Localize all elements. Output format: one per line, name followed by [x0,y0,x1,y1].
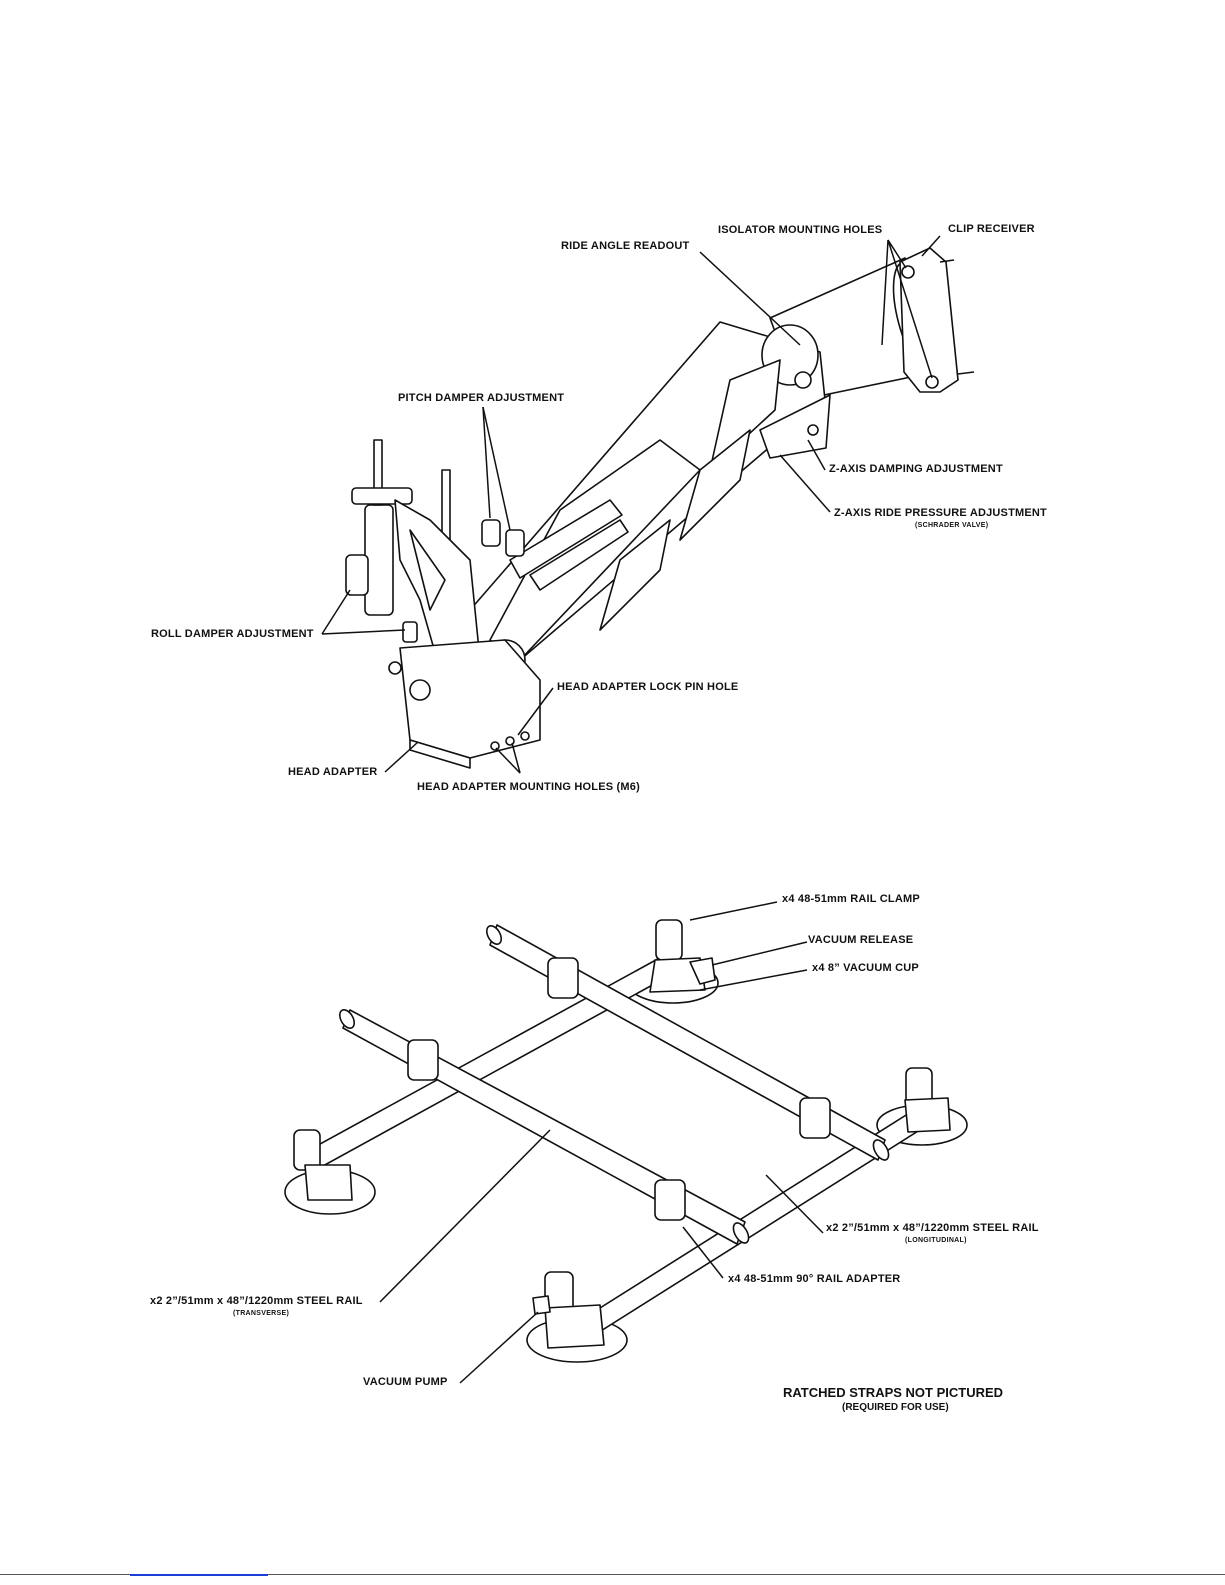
label-vacuum-cup: x4 8” VACUUM CUP [812,962,919,974]
label-rail-clamp: x4 48-51mm RAIL CLAMP [782,893,920,905]
footer-link-underline[interactable] [130,1574,268,1576]
pitch-damper-knob [505,529,525,557]
vacuum-pump [532,1295,551,1315]
label-longitudinal-sub: (LONGITUDINAL) [905,1237,967,1244]
label-z-axis-ride-pressure-adjustment: Z-AXIS RIDE PRESSURE ADJUSTMENT [834,507,1047,519]
label-head-adapter: HEAD ADAPTER [288,766,378,778]
label-longitudinal-rail: x2 2”/51mm x 48”/1220mm STEEL RAIL [826,1222,1039,1234]
note-subtitle: (REQUIRED FOR USE) [842,1402,949,1413]
vacuum-cup-body [544,1304,605,1349]
label-pitch-damper-adjustment: PITCH DAMPER ADJUSTMENT [398,392,565,404]
rail-adapter [799,1097,831,1139]
label-ride-angle-readout: RIDE ANGLE READOUT [561,240,690,252]
label-vacuum-pump: VACUUM PUMP [363,1376,448,1388]
clip-receiver-plate [899,247,959,393]
rail-adapter [547,957,579,999]
footer-rule [0,1574,1225,1575]
label-transverse-rail: x2 2”/51mm x 48”/1220mm STEEL RAIL [150,1295,363,1307]
rail-adapter [407,1039,439,1081]
label-transverse-sub: (TRANSVERSE) [233,1310,290,1317]
label-head-adapter-lock-pin-hole: HEAD ADAPTER LOCK PIN HOLE [557,681,739,693]
label-clip-receiver: CLIP RECEIVER [948,223,1035,235]
pitch-damper-knob [481,519,501,547]
label-vacuum-release: VACUUM RELEASE [808,934,914,946]
vacuum-release [689,957,716,985]
label-isolator-mounting-holes: ISOLATOR MOUNTING HOLES [718,224,883,236]
label-rail-adapter: x4 48-51mm 90° RAIL ADAPTER [728,1273,901,1285]
note-title: RATCHED STRAPS NOT PICTURED [783,1385,1004,1400]
vacuum-cup-body [304,1164,353,1201]
pitch-damper-rod [509,499,623,579]
label-z-axis-damping-adjustment: Z-AXIS DAMPING ADJUSTMENT [829,463,1003,475]
z-axis-cylinder [759,394,831,459]
clip-receiver-bolt [901,265,915,279]
label-head-adapter-mounting-holes: HEAD ADAPTER MOUNTING HOLES (M6) [417,781,640,793]
rail-adapter [654,1179,686,1221]
roll-damper-knob [345,554,369,596]
vacuum-cup-body [904,1097,951,1133]
label-roll-damper-adjustment: ROLL DAMPER ADJUSTMENT [151,628,314,640]
label-z-axis-ride-pressure-sub: (SCHRADER VALVE) [915,522,989,529]
